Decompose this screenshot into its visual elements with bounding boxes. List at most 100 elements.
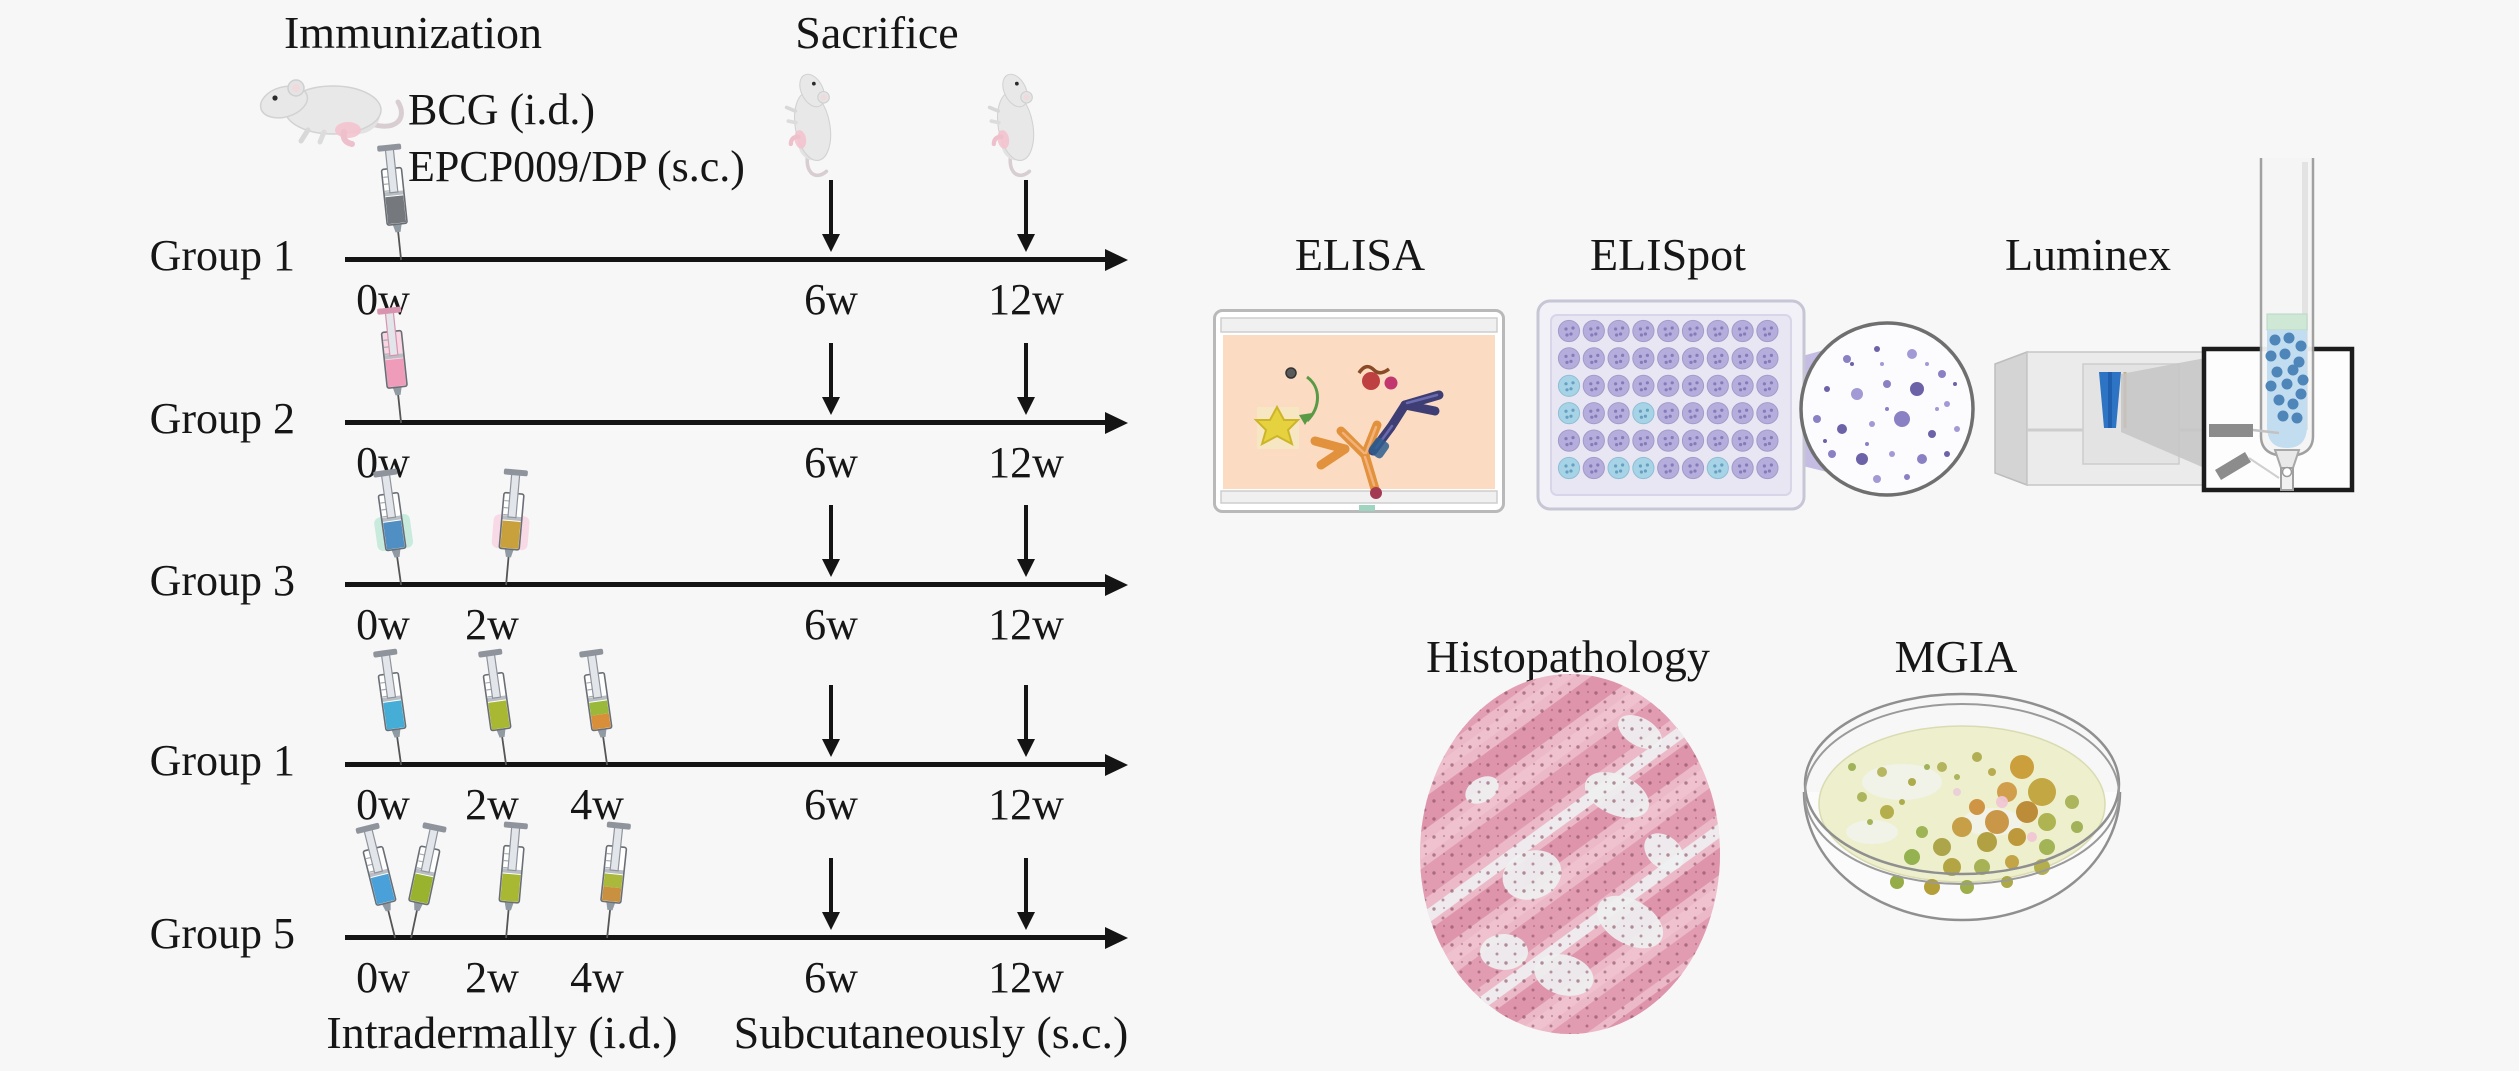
elispot-well	[1607, 347, 1630, 370]
group-label: Group 1	[149, 231, 295, 280]
elispot-well	[1657, 319, 1680, 343]
timeline-line	[345, 420, 1107, 425]
elispot-well	[1681, 347, 1705, 370]
syringe-icon	[355, 822, 397, 939]
timeline-arrowhead	[1105, 574, 1128, 596]
syringe-icon	[498, 821, 528, 939]
sacrifice-arrow-head	[822, 739, 840, 757]
elispot-well	[1557, 347, 1581, 370]
elispot-well	[1607, 402, 1630, 425]
elispot-well	[1657, 402, 1680, 425]
elispot-well	[1632, 456, 1655, 480]
week-label: 12w	[988, 275, 1064, 324]
sacrifice-arrow-shaft	[829, 858, 833, 914]
sacrifice-arrow-shaft	[1024, 685, 1028, 741]
elispot-well	[1632, 319, 1655, 343]
syringe-icon	[373, 648, 407, 766]
sacrifice-arrow-head	[822, 234, 840, 252]
sacrifice-arrow-shaft	[829, 685, 833, 741]
sacrifice-arrow-shaft	[1024, 180, 1028, 236]
elispot-well	[1557, 429, 1581, 452]
week-label: 0w	[356, 780, 410, 829]
elispot-well	[1706, 456, 1729, 480]
group-label: Group 1	[149, 736, 295, 785]
timeline-line	[345, 257, 1107, 262]
elispot-well	[1557, 374, 1581, 397]
timeline-line	[345, 582, 1107, 587]
elispot-well	[1632, 429, 1655, 452]
elispot-well	[1607, 456, 1630, 480]
sacrifice-arrow-head	[1017, 234, 1035, 252]
elispot-well	[1582, 347, 1605, 370]
timeline-arrowhead	[1105, 249, 1128, 271]
elispot-well	[1557, 456, 1581, 480]
timeline-arrowhead	[1105, 412, 1128, 434]
elispot-well	[1582, 429, 1605, 452]
elispot-well	[1706, 374, 1729, 397]
elispot-title: ELISpot	[1590, 229, 1746, 280]
elispot-well	[1657, 429, 1680, 452]
elispot-plate-icon	[1536, 299, 1975, 511]
syringe-icon	[600, 821, 631, 939]
elispot-well	[1706, 319, 1729, 343]
week-label: 6w	[804, 438, 858, 487]
sacrifice-mouse-icon	[758, 52, 868, 192]
elispot-well	[1632, 402, 1655, 425]
epcp-label: EPCP009/DP (s.c.)	[408, 142, 745, 191]
week-label: 6w	[804, 780, 858, 829]
week-label: 6w	[804, 600, 858, 649]
sacrifice-arrow-head	[822, 912, 840, 930]
week-label: 4w	[570, 780, 624, 829]
elispot-well	[1756, 456, 1779, 480]
week-label: 0w	[356, 600, 410, 649]
week-label: 4w	[570, 953, 624, 1002]
week-label: 2w	[465, 780, 519, 829]
elispot-well	[1557, 319, 1581, 343]
week-label: 2w	[465, 600, 519, 649]
elispot-well	[1632, 374, 1655, 397]
elispot-well	[1731, 456, 1754, 480]
sacrifice-title: Sacrifice	[795, 7, 959, 58]
week-label: 0w	[356, 275, 410, 324]
elispot-well	[1582, 374, 1605, 397]
sacrifice-arrow-shaft	[829, 180, 833, 236]
elispot-well	[1657, 347, 1680, 370]
elispot-well	[1582, 402, 1605, 425]
elispot-well	[1706, 347, 1729, 370]
group-label: Group 5	[149, 909, 295, 958]
group-label: Group 3	[149, 556, 295, 605]
histopathology-title: Histopathology	[1426, 631, 1710, 682]
syringe-icon	[491, 468, 530, 586]
elispot-well	[1756, 374, 1779, 397]
sacrifice-arrow-shaft	[1024, 858, 1028, 914]
elispot-well	[1607, 374, 1630, 397]
immunization-title: Immunization	[283, 7, 543, 58]
sacrifice-arrow-head	[1017, 739, 1035, 757]
elispot-well	[1632, 347, 1655, 370]
elispot-well	[1681, 429, 1705, 452]
elisa-plate-icon	[1213, 309, 1505, 513]
elispot-well	[1607, 429, 1630, 452]
elispot-well	[1756, 319, 1779, 343]
elispot-well	[1731, 402, 1754, 425]
intradermally-caption: Intradermally (i.d.)	[326, 1007, 678, 1058]
elispot-well	[1582, 456, 1605, 480]
sacrifice-arrow-shaft	[1024, 343, 1028, 399]
subcutaneously-caption: Subcutaneously (s.c.)	[733, 1007, 1129, 1058]
histopathology-tissue-icon	[1420, 674, 1720, 1034]
week-label: 0w	[356, 953, 410, 1002]
elispot-well	[1657, 456, 1680, 480]
week-label: 12w	[988, 953, 1064, 1002]
sacrifice-arrow-shaft	[1024, 505, 1028, 561]
syringe-icon	[408, 822, 447, 939]
week-label: 12w	[988, 600, 1064, 649]
elispot-well	[1681, 402, 1705, 425]
elispot-well	[1706, 402, 1729, 425]
syringe-icon	[377, 306, 408, 424]
sacrifice-arrow-shaft	[829, 505, 833, 561]
sacrifice-arrow-head	[1017, 397, 1035, 415]
week-label: 2w	[465, 953, 519, 1002]
elispot-well	[1731, 429, 1754, 452]
mgia-petri-dish-icon	[1802, 692, 2122, 922]
timeline-line	[345, 935, 1107, 940]
